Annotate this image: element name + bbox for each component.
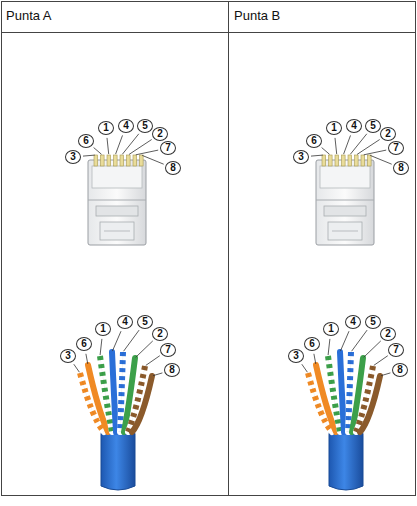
callout-number: 3 [60,349,76,363]
leader-line [146,356,160,366]
contact-pin [94,155,98,166]
contact-pin [127,155,131,166]
leader-line [124,330,140,351]
leader-line [381,373,390,376]
leader-line [122,134,138,154]
callout-number: 2 [380,127,396,141]
callout-number: 3 [288,349,304,363]
leader-line [112,331,121,351]
callout-number: 1 [98,121,114,135]
leader-line [302,364,308,372]
leader-line [322,148,330,155]
contact-pin [107,155,111,166]
leader-line [100,339,102,355]
callout-number: 4 [117,315,133,329]
rj45-plug [88,155,146,245]
twisted-pair-wires [80,352,152,432]
table-frame [2,2,416,496]
callout-number: 4 [345,315,361,329]
callout-number: 7 [160,343,176,357]
leader-line [136,341,153,357]
contact-pin [133,155,137,166]
callout-number: 3 [293,150,309,164]
callout-number: 1 [323,322,339,336]
leader-line [314,354,316,364]
callout-number: 8 [392,363,408,377]
wire [112,352,116,432]
callout-number: 5 [365,315,381,329]
leader-line [86,354,88,364]
contact-pin [120,155,124,166]
callout-number: 7 [388,343,404,357]
callout-number: 5 [137,315,153,329]
callout-number: 8 [165,161,181,175]
callout-number: 5 [137,119,153,133]
leader-line [153,373,162,376]
leader-line [311,155,323,156]
leader-line [107,138,109,154]
callout-number: 6 [76,337,92,351]
callout-number: 8 [393,161,409,175]
callout-number: 1 [95,322,111,336]
leader-line [352,330,368,351]
column-header: Punta B [234,8,280,23]
wire-stripe [120,352,123,432]
leader-line [94,148,102,155]
leader-line [142,155,164,164]
leader-line [340,331,349,351]
connector-and-cable [308,155,380,490]
leader-line [370,155,392,164]
leader-line [350,134,366,154]
callout-number: 3 [65,150,81,164]
utp-cable [80,352,152,490]
callout-number: 6 [306,134,322,148]
column-header: Punta A [6,8,52,23]
callout-number: 2 [152,327,168,341]
callout-number: 6 [304,337,320,351]
callout-number: 2 [380,327,396,341]
leader-line [335,138,337,154]
leader-line [374,356,388,366]
plug-contacts [94,155,143,166]
leader-line [328,339,330,355]
callout-number: 7 [388,141,404,155]
contact-pin [101,155,105,166]
wire [132,376,152,432]
wire [120,352,123,432]
leader-line [136,150,158,155]
callout-number: 6 [78,134,94,148]
contact-pin [140,155,144,166]
callout-number: 5 [365,119,381,133]
connector-and-cable [80,155,152,490]
wire-edge [120,352,123,432]
callout-number: 2 [152,127,168,141]
callout-number: 1 [326,121,342,135]
contact-pin [114,155,118,166]
leader-line [364,341,381,357]
leader-line [74,364,80,372]
callout-number: 4 [346,119,362,133]
callout-number: 7 [160,141,176,155]
leader-line [344,135,351,154]
callout-number: 4 [118,119,134,133]
leader-line [364,150,386,155]
leader-line [83,155,95,156]
leader-lines [74,134,392,376]
leader-line [116,135,123,154]
callout-number: 8 [164,363,180,377]
